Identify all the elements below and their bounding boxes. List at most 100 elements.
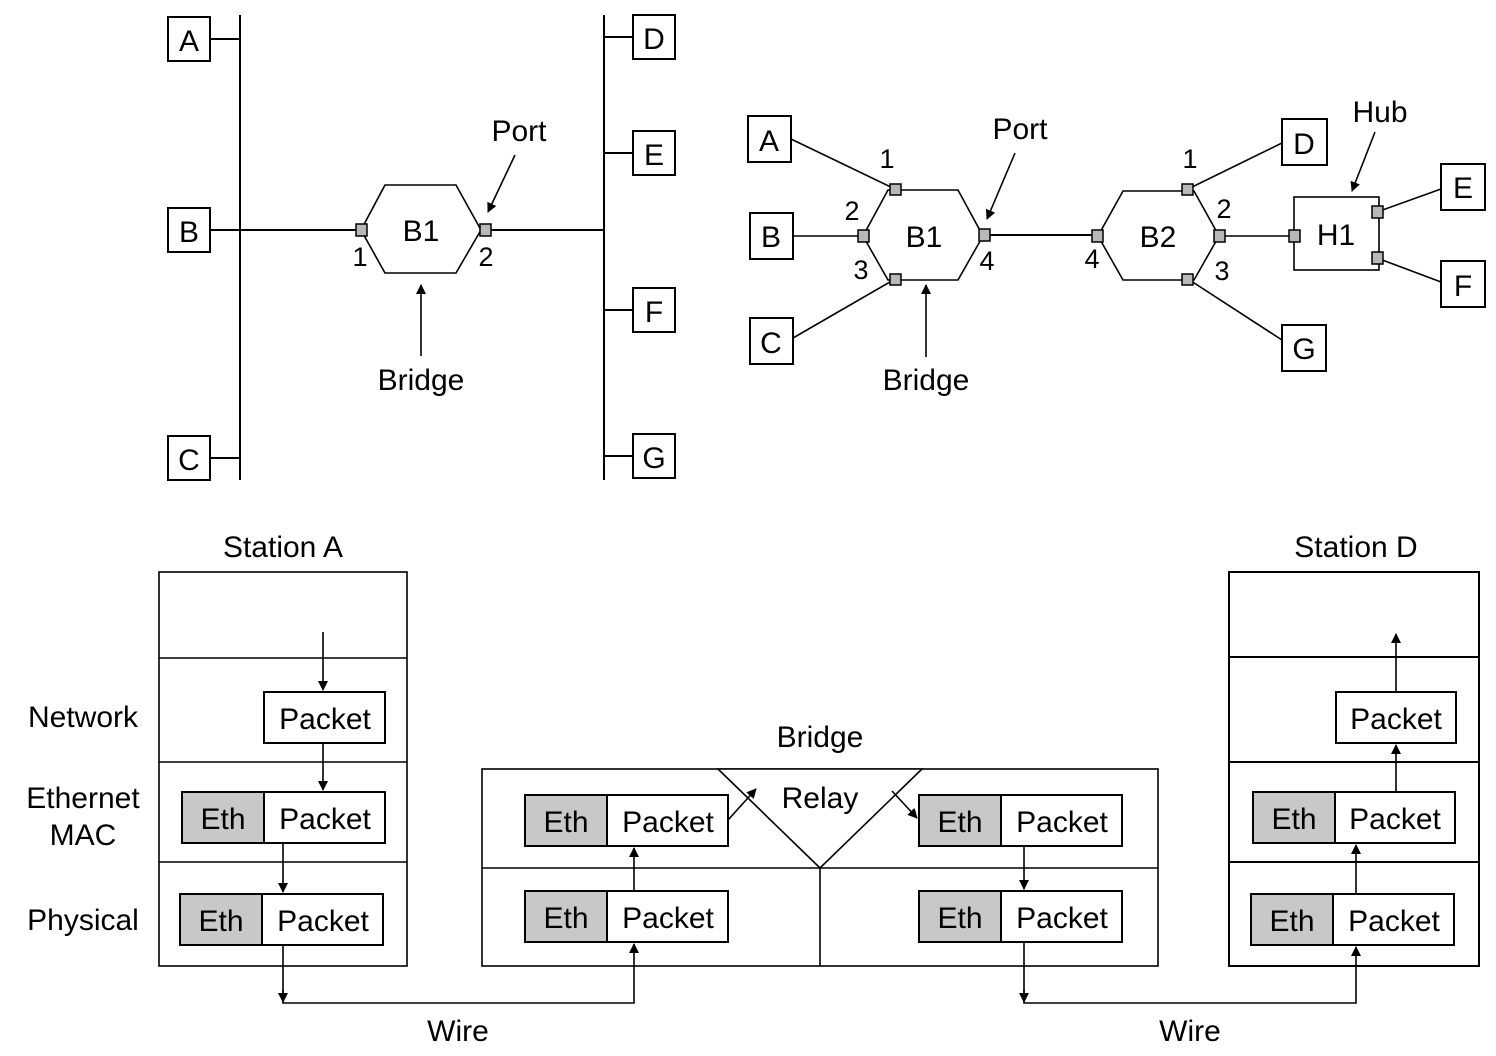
station-box [167, 207, 211, 253]
wire-label: Wire [427, 1015, 489, 1048]
eth-header-box [524, 794, 608, 847]
figure-a: A B C D E F G B1 1 2 Port Bridge [167, 14, 676, 481]
eth-label: Eth [543, 902, 588, 935]
packet-box [263, 791, 386, 844]
hub-port [1371, 205, 1384, 219]
eth-label: Eth [1269, 905, 1314, 938]
port-callout-arrow [985, 152, 1016, 220]
eth-header-box [181, 791, 265, 844]
wire-label: Wire [1159, 1015, 1221, 1048]
hub-h1 [1293, 196, 1380, 271]
packet-box [1332, 893, 1455, 946]
port-1 [355, 223, 368, 237]
packet-label: Packet [279, 703, 371, 736]
station-box [1440, 163, 1486, 211]
eth-label: Eth [198, 905, 243, 938]
port-number: 4 [1084, 244, 1099, 274]
station-box [632, 287, 676, 333]
bridge-title: Bridge [777, 721, 864, 754]
packet-box [261, 893, 384, 946]
packet-box [606, 794, 729, 847]
port-number: 2 [844, 196, 859, 226]
port-number: 2 [478, 242, 493, 272]
station-label: G [642, 442, 665, 475]
station-box [1440, 260, 1486, 308]
port-2 [857, 229, 870, 243]
station-label: C [178, 444, 200, 477]
station-label: C [760, 327, 782, 360]
port-3 [1181, 273, 1194, 286]
station-label: F [645, 296, 663, 329]
station-label: D [1293, 128, 1315, 161]
station-box [167, 16, 211, 62]
bridge-callout-label: Bridge [378, 364, 465, 397]
station-label: D [643, 23, 665, 56]
station-label: E [644, 139, 664, 172]
port-3 [889, 273, 902, 286]
station-box [749, 317, 794, 365]
port-4 [978, 228, 991, 242]
figure-c: Network Ethernet MAC Physical Station A … [26, 531, 1480, 1048]
station-box [632, 433, 676, 479]
hub-callout-arrow [1350, 131, 1376, 192]
hub-h1-label: H1 [1317, 219, 1355, 252]
port-callout-label: Port [992, 113, 1048, 146]
station-label: A [759, 125, 779, 158]
port-number: 3 [853, 255, 868, 285]
eth-label: Eth [543, 806, 588, 839]
relay-label: Relay [782, 782, 859, 815]
station-box [747, 115, 792, 163]
layer-label-ethernet: Ethernet [26, 782, 140, 815]
hub-port [1371, 251, 1384, 265]
station-a-title: Station A [223, 531, 343, 564]
station-label: E [1453, 172, 1473, 205]
port-number: 1 [879, 144, 894, 174]
port-1 [889, 183, 902, 196]
port-2 [1213, 229, 1226, 243]
eth-header-box [918, 794, 1002, 847]
packet-label: Packet [622, 806, 714, 839]
port-callout-label: Port [491, 115, 547, 148]
eth-label: Eth [937, 902, 982, 935]
layer-label-mac: MAC [50, 819, 117, 852]
packet-label: Packet [1016, 902, 1108, 935]
packet-label: Packet [279, 803, 371, 836]
layer-label-physical: Physical [27, 904, 139, 937]
port-number: 4 [979, 246, 994, 276]
station-label: B [179, 216, 199, 249]
station-d-title: Station D [1294, 531, 1417, 564]
packet-label: Packet [1016, 806, 1108, 839]
port-number: 2 [1216, 194, 1231, 224]
bridge-b1-label: B1 [403, 215, 440, 248]
bridge-b2-label: B2 [1140, 221, 1177, 254]
packet-box [1000, 794, 1123, 847]
wire-right [1023, 942, 1361, 1004]
station-label: F [1454, 270, 1472, 303]
station-label: A [179, 25, 199, 58]
figure-b: A B C D E F G B1 1 2 3 4 B2 1 2 3 4 [747, 96, 1486, 397]
hub-port [1288, 229, 1301, 243]
packet-box [1000, 890, 1123, 943]
bridge-b1-label: B1 [906, 221, 943, 254]
eth-label: Eth [1271, 803, 1316, 836]
station-box [1281, 118, 1328, 166]
bridge-callout-label: Bridge [883, 364, 970, 397]
port-number: 1 [352, 242, 367, 272]
packet-label: Packet [1348, 905, 1440, 938]
station-label: B [761, 221, 781, 254]
port-4 [1091, 229, 1104, 243]
wire-left [282, 943, 639, 1004]
packet-label: Packet [1350, 703, 1442, 736]
packet-label: Packet [622, 902, 714, 935]
station-box [167, 435, 211, 481]
packet-label: Packet [277, 905, 369, 938]
hub-callout-label: Hub [1352, 96, 1407, 129]
station-label: G [1292, 333, 1315, 366]
layer-label-network: Network [28, 701, 139, 734]
eth-header-box [179, 893, 263, 946]
packet-box [606, 890, 729, 943]
port-callout-arrow [487, 154, 516, 213]
port-number: 3 [1214, 256, 1229, 286]
packet-label: Packet [1349, 803, 1441, 836]
